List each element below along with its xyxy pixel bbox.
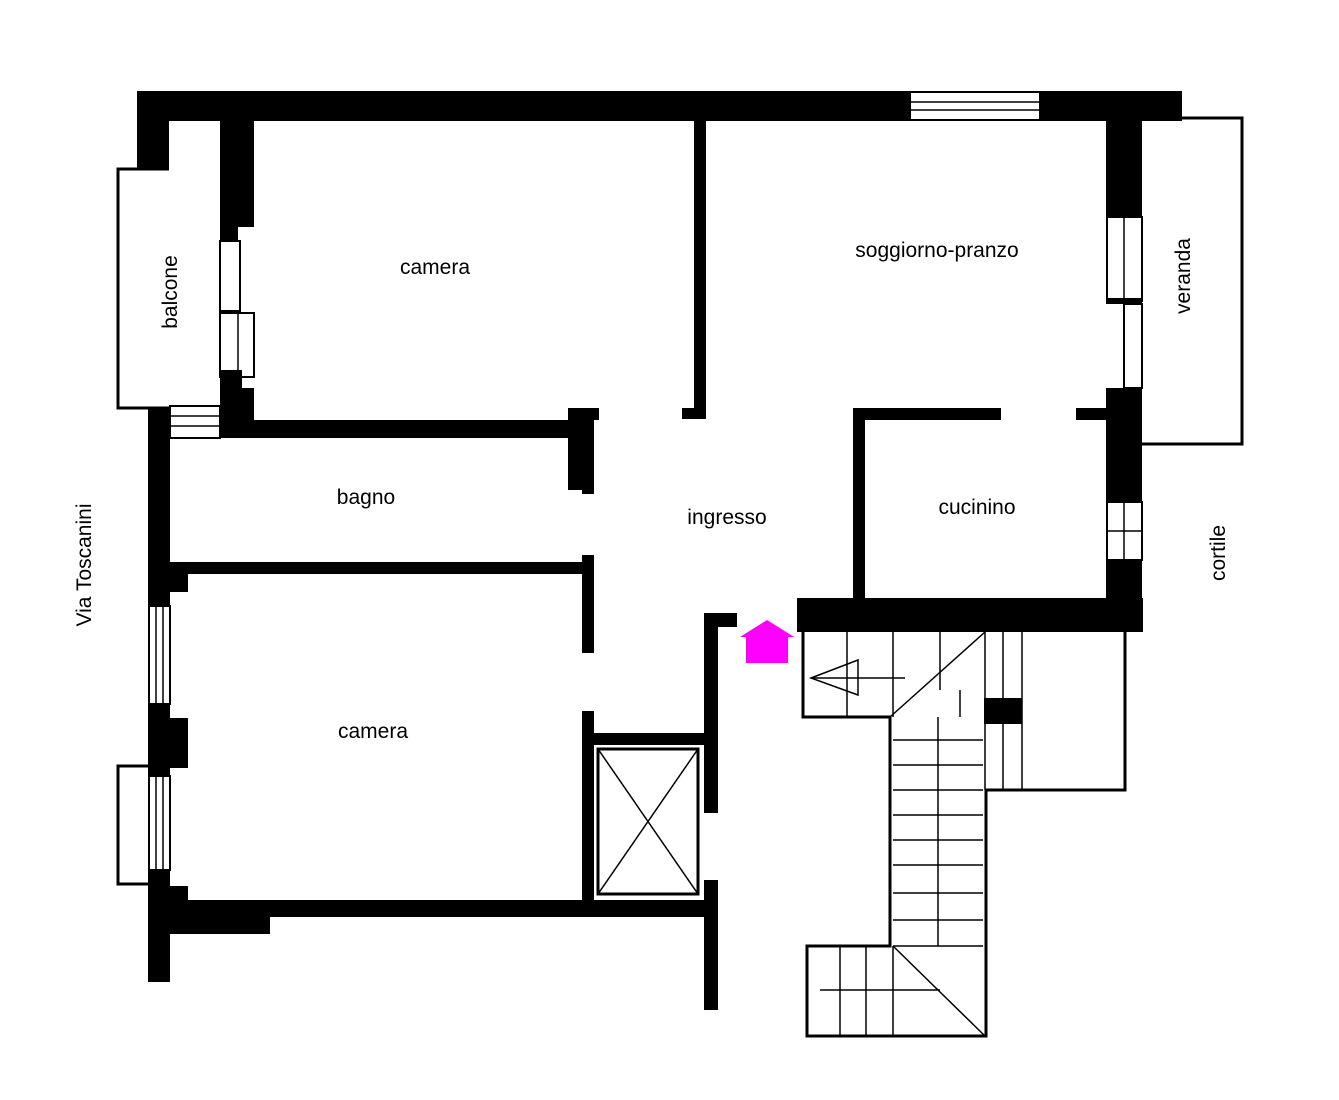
bottom-wall	[170, 900, 715, 917]
label-bagno: bagno	[337, 486, 395, 509]
left-window-upper	[148, 605, 171, 705]
label-balcone: balcone	[159, 255, 182, 329]
elevator-right-wall-a	[704, 613, 718, 813]
bagno-camera-wall	[170, 562, 584, 574]
left-pier-mid	[148, 718, 188, 768]
right-mullion	[1106, 298, 1142, 304]
right-window-low	[1106, 501, 1143, 561]
camera-top-window-b	[219, 312, 255, 378]
balcone-door	[169, 405, 221, 439]
left-wall-upper	[148, 408, 170, 606]
camera-top-left-wall-b	[220, 121, 238, 241]
label-ingresso: ingresso	[687, 506, 766, 529]
balcone-outline	[116, 167, 221, 439]
camera-soggiorno-jamb	[682, 408, 706, 419]
kitchen-left-wall	[853, 408, 865, 628]
bagno-ingresso-wall-a	[582, 420, 594, 494]
room-labels: camera soggiorno-pranzo veranda balcone …	[73, 238, 1230, 743]
camera-ingresso-wall-a	[582, 555, 594, 653]
exterior-walls	[137, 91, 1182, 982]
staircase-icon	[801, 631, 1127, 1038]
camera-ingresso-wall-b	[582, 711, 594, 906]
interior-walls	[170, 121, 1142, 1010]
veranda-outline	[1142, 116, 1244, 446]
kitchen-top-wall-b	[1076, 408, 1142, 420]
right-window-mid	[1123, 303, 1143, 389]
label-soggiorno: soggiorno-pranzo	[855, 239, 1018, 262]
label-veranda: veranda	[1172, 238, 1195, 314]
right-wall-mid	[1106, 388, 1142, 502]
kitchen-bottom-wall	[797, 598, 1143, 632]
elevator-right-wall-b	[704, 880, 718, 1010]
kitchen-top-wall-a	[853, 408, 1001, 420]
label-cucinino: cucinino	[938, 496, 1015, 519]
top-wall-left	[137, 91, 910, 121]
camera-soggiorno-wall	[694, 121, 706, 419]
bay-window-outline	[116, 764, 149, 886]
top-window	[909, 91, 1041, 121]
label-courtyard: cortile	[1207, 525, 1230, 581]
elevator-shaft-icon	[596, 747, 700, 896]
camera-top-window-a	[219, 240, 241, 312]
label-camera-bottom: camera	[338, 720, 408, 743]
camera-bagno-wall	[220, 420, 594, 438]
entrance-arrow-icon	[740, 620, 794, 663]
elevator-right-top	[704, 613, 737, 627]
elevator-top-wall	[582, 733, 708, 745]
right-window-top	[1106, 216, 1143, 302]
left-window-lower	[148, 775, 171, 871]
left-corner-wall	[137, 91, 169, 169]
top-wall-right	[1040, 91, 1182, 121]
label-street: Via Toscanini	[73, 504, 96, 627]
label-camera-top: camera	[400, 256, 470, 279]
stair-landing-block	[984, 698, 1022, 724]
right-wall-top	[1106, 121, 1142, 217]
